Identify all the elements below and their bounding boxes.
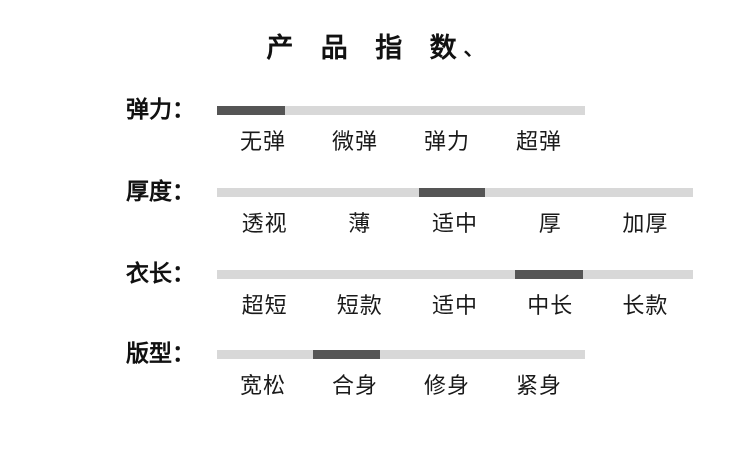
title-mark: 、 [463,36,484,60]
slider-option-elasticity-2[interactable]: 弹力 [423,130,470,155]
slider-option-thickness-2[interactable]: 适中 [432,212,479,237]
slider-track-thickness[interactable] [217,178,693,206]
slider-option-thickness-1[interactable]: 薄 [348,212,372,237]
row-label-fit: 版型： [126,341,195,367]
index-row-elasticity: 弹力： 无弹 微弹 弹力 超弹 [0,96,750,174]
row-label-elasticity: 弹力： [126,97,195,123]
index-row-thickness: 厚度： 透视 薄 适中 厚 加厚 [0,178,750,256]
slider-option-length-3[interactable]: 中长 [527,294,574,319]
index-row-length: 衣长： 超短 短款 适中 中长 长款 [0,260,750,338]
slider-fill-length [514,270,584,279]
page-title-text: 产 品 指 数 [266,33,466,64]
slider-labels-thickness: 透视 薄 适中 厚 加厚 [217,208,693,242]
row-label-length: 衣长： [126,261,195,287]
slider-labels-fit: 宽松 合身 修身 紧身 [217,370,585,404]
slider-track-bg-fit [217,350,585,359]
slider-track-bg-elasticity [217,106,585,115]
slider-option-thickness-3[interactable]: 厚 [538,212,562,237]
slider-labels-elasticity: 无弹 微弹 弹力 超弹 [217,126,585,160]
slider-option-fit-1[interactable]: 合身 [331,374,378,399]
slider-track-length[interactable] [217,260,693,288]
page-title: 产 品 指 数、 [0,34,750,64]
slider-option-length-1[interactable]: 短款 [336,294,383,319]
slider-option-elasticity-1[interactable]: 微弹 [331,130,378,155]
slider-fill-thickness [418,188,485,197]
slider-option-elasticity-0[interactable]: 无弹 [239,130,286,155]
slider-fill-elasticity [217,106,286,115]
slider-track-elasticity[interactable] [217,96,585,124]
index-row-fit: 版型： 宽松 合身 修身 紧身 [0,340,750,418]
slider-labels-length: 超短 短款 适中 中长 长款 [217,290,693,324]
slider-option-length-4[interactable]: 长款 [622,294,669,319]
slider-track-fit[interactable] [217,340,585,368]
slider-option-thickness-0[interactable]: 透视 [241,212,288,237]
slider-option-fit-0[interactable]: 宽松 [239,374,286,399]
slider-option-length-2[interactable]: 适中 [432,294,479,319]
row-label-thickness: 厚度： [126,179,195,205]
slider-track-bg-length [217,270,693,279]
slider-option-fit-2[interactable]: 修身 [423,374,470,399]
slider-option-fit-3[interactable]: 紧身 [515,374,562,399]
slider-option-thickness-4[interactable]: 加厚 [622,212,669,237]
slider-fill-fit [313,350,381,359]
slider-option-elasticity-3[interactable]: 超弹 [515,130,562,155]
slider-option-length-0[interactable]: 超短 [241,294,288,319]
